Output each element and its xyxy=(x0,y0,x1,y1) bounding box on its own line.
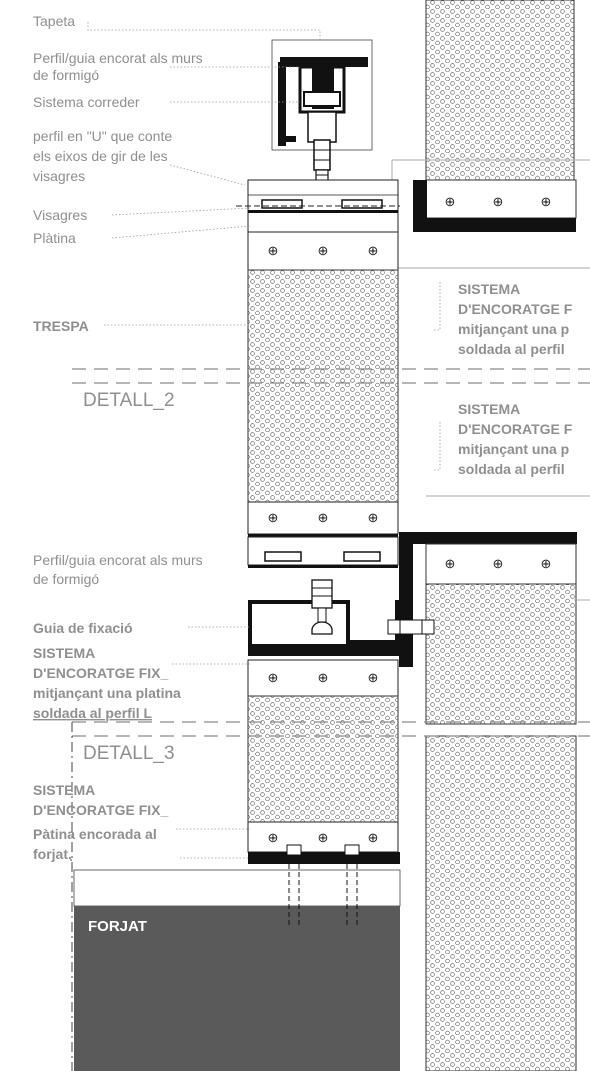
label-perfil-guia-1b: de formigó xyxy=(33,67,99,83)
screw-symbol: ⊕ xyxy=(268,243,279,258)
label-perfil-u-c: visagres xyxy=(33,168,85,184)
label-fix2-d: forjat. xyxy=(33,846,72,862)
label-perfil-u-a: perfil en "U" que conte xyxy=(33,128,172,144)
screw-symbol: ⊕ xyxy=(445,194,456,209)
screw-symbol: ⊕ xyxy=(368,830,379,845)
label-perfil-guia-1a: Perfil/guia encorat als murs xyxy=(33,50,203,66)
screw-symbol: ⊕ xyxy=(318,510,329,525)
label-fix2-b: D'ENCORATGE FIX_ xyxy=(33,802,169,818)
screw-symbol: ⊕ xyxy=(368,510,379,525)
right-panel-column: ⊕ ⊕ ⊕ ⊕ ⊕ ⊕ xyxy=(391,0,590,1071)
label-right2-b: D'ENCORATGE F xyxy=(458,421,573,437)
label-sistema-corredor: Sistema correder xyxy=(33,94,140,110)
screw-symbol: ⊕ xyxy=(493,194,504,209)
label-right1-b: D'ENCORATGE F xyxy=(458,301,573,317)
screw-symbol: ⊕ xyxy=(318,243,329,258)
right-middle-perforated-panel xyxy=(425,583,577,725)
screw-symbol: ⊕ xyxy=(318,830,329,845)
label-forjat: FORJAT xyxy=(88,918,147,935)
label-guia-fixacio: Guia de fixació xyxy=(33,620,133,636)
lower-perforated-panel xyxy=(247,695,399,823)
leader-lines xyxy=(87,22,441,859)
label-right2-d: soldada al perfil xyxy=(458,461,565,477)
label-fix1-a: SISTEMA xyxy=(33,645,95,661)
label-trespa: TRESPA xyxy=(33,318,89,334)
label-fix1-d: soldada al perfil L xyxy=(33,705,152,721)
screw-symbol: ⊕ xyxy=(541,556,552,571)
label-perfil-guia-2b: de formigó xyxy=(33,571,99,587)
label-fix2-a: SISTEMA xyxy=(33,782,95,798)
center-column: ⊕ ⊕ ⊕ ⊕ ⊕ ⊕ ⊕ ⊕ ⊕ ⊕ ⊕ ⊕ xyxy=(73,39,435,1071)
screw-symbol: ⊕ xyxy=(541,194,552,209)
label-platina: Plàtina xyxy=(33,230,76,246)
screw-symbol: ⊕ xyxy=(493,556,504,571)
label-tapeta: Tapeta xyxy=(33,13,75,29)
trespa-perforated-panel xyxy=(247,269,399,503)
detall-2-title: DETALL_2 xyxy=(83,390,175,411)
label-right2-c: mitjançant una p xyxy=(458,441,569,457)
label-fix1-b: D'ENCORATGE FIX_ xyxy=(33,665,169,681)
screw-symbol: ⊕ xyxy=(368,243,379,258)
right-upper-perforated-panel xyxy=(425,0,575,181)
screw-symbol: ⊕ xyxy=(368,670,379,685)
label-perfil-guia-2a: Perfil/guia encorat als murs xyxy=(33,552,203,568)
screw-symbol: ⊕ xyxy=(268,830,279,845)
screw-symbol: ⊕ xyxy=(318,670,329,685)
label-visagres: Visagres xyxy=(33,207,87,223)
label-right2-a: SISTEMA xyxy=(458,401,520,417)
right-annotations: SISTEMA D'ENCORATGE F mitjançant una p s… xyxy=(458,281,573,477)
screw-symbol: ⊕ xyxy=(268,510,279,525)
screw-symbol: ⊕ xyxy=(445,556,456,571)
screw-symbol: ⊕ xyxy=(268,670,279,685)
detail-separators xyxy=(70,368,590,1071)
label-right1-a: SISTEMA xyxy=(458,281,520,297)
label-fix1-c: mitjançant una platina xyxy=(33,685,181,701)
label-perfil-u-b: els eixos de gir de les xyxy=(33,148,168,164)
detall-3-title: DETALL_3 xyxy=(83,743,175,764)
left-annotations: Tapeta Perfil/guia encorat als murs de f… xyxy=(33,13,203,935)
label-fix2-c: Pàtina encorada al xyxy=(33,826,157,842)
label-right1-c: mitjançant una p xyxy=(458,321,569,337)
right-lower-perforated-panel xyxy=(425,735,577,1071)
label-right1-d: soldada al perfil xyxy=(458,341,565,357)
forjat-slab xyxy=(74,906,400,1071)
